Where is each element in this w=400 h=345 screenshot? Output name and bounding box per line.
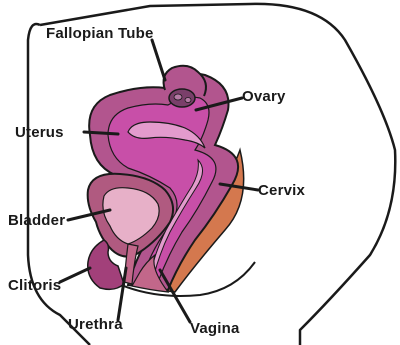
ovary-follicle bbox=[174, 94, 182, 100]
label-bladder: Bladder bbox=[8, 212, 65, 229]
label-fallopian-tube: Fallopian Tube bbox=[46, 25, 154, 42]
leader-clitoris bbox=[60, 268, 90, 282]
label-clitoris: Clitoris bbox=[8, 277, 61, 294]
leader-uterus bbox=[84, 132, 118, 134]
label-cervix: Cervix bbox=[258, 182, 306, 199]
label-ovary: Ovary bbox=[242, 88, 286, 105]
label-vagina: Vagina bbox=[190, 320, 240, 337]
ovary-follicle bbox=[185, 98, 191, 103]
leader-fallopian-tube bbox=[152, 40, 165, 80]
label-uterus: Uterus bbox=[15, 124, 64, 141]
label-urethra: Urethra bbox=[68, 316, 123, 333]
